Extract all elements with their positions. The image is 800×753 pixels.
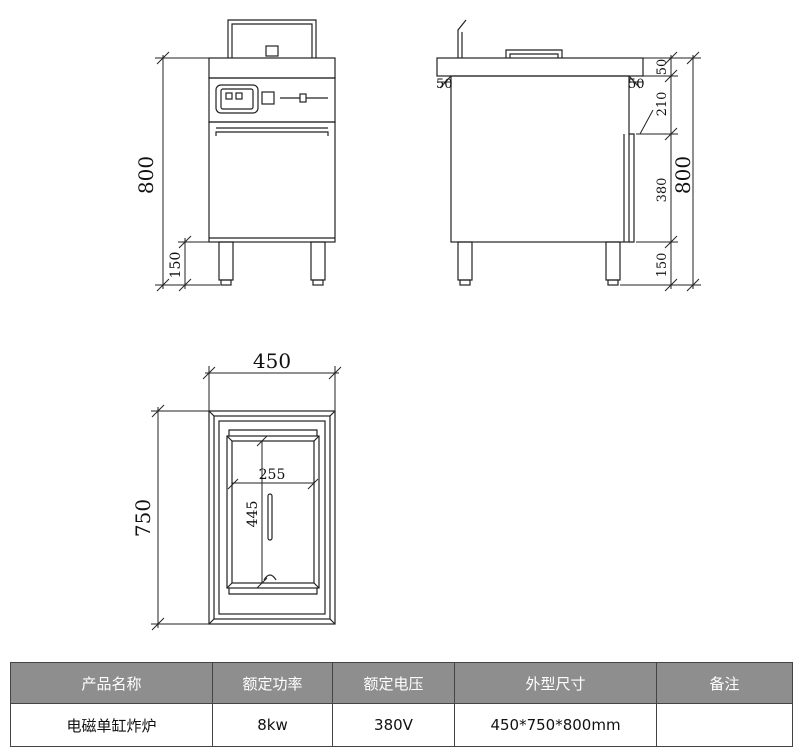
side-view (436, 19, 644, 286)
front-top-slab (208, 57, 336, 79)
cell-dimensions: 450*750*800mm (454, 703, 657, 747)
tank-width-label: 255 (259, 467, 286, 483)
front-door (208, 121, 336, 243)
control-button (261, 91, 275, 105)
front-view (208, 19, 336, 286)
cell-remarks (656, 703, 793, 747)
header-dimensions: 外型尺寸 (454, 662, 657, 704)
side-left-offset-label: 50 (436, 77, 453, 92)
side-top-slab (436, 57, 644, 77)
side-leg-right (605, 241, 621, 281)
top-basket-handle (267, 493, 273, 541)
side-right-offset-label: 50 (628, 77, 645, 92)
header-rated-voltage: 额定电压 (332, 662, 455, 704)
top-outer (208, 410, 336, 625)
basket-hook (265, 45, 279, 57)
side-leg-left (457, 241, 473, 281)
cell-product-name: 电磁单缸炸炉 (10, 703, 213, 747)
header-product-name: 产品名称 (10, 662, 213, 704)
basket-handle (227, 19, 317, 58)
spec-table-header-row: 产品名称 额定功率 额定电压 外型尺寸 备注 (10, 662, 793, 704)
side-panel-label: 210 (655, 92, 670, 117)
spec-table: 产品名称 额定功率 额定电压 外型尺寸 备注 电磁单缸炸炉 8kw 380V 4… (10, 662, 793, 747)
side-door-label: 380 (655, 178, 670, 203)
control-knob (299, 93, 307, 103)
side-basket-handle (457, 19, 467, 58)
side-lid-handle (505, 49, 563, 58)
tank-depth-label: 445 (245, 501, 261, 528)
top-depth-label: 750 (131, 499, 155, 537)
header-remarks: 备注 (656, 662, 793, 704)
door-handle (215, 131, 329, 136)
side-body (450, 75, 630, 243)
header-rated-power: 额定功率 (212, 662, 333, 704)
side-height-label: 800 (671, 156, 695, 194)
technical-drawing: 800 150 50 50 50 210 380 150 800 450 750… (131, 19, 701, 631)
side-top-band-label: 50 (655, 59, 670, 76)
cell-rated-voltage: 380V (332, 703, 455, 747)
top-width-label: 450 (253, 349, 291, 373)
top-tank (226, 435, 320, 589)
top-basket-rim (228, 429, 318, 436)
side-leg-label: 150 (655, 253, 670, 278)
cell-rated-power: 8kw (212, 703, 333, 747)
front-height-label: 800 (134, 156, 158, 194)
top-view (208, 410, 336, 625)
front-leg-left (218, 241, 234, 281)
control-display (215, 84, 259, 114)
front-leg-label: 150 (168, 252, 184, 279)
front-leg-right (310, 241, 326, 281)
side-door (629, 133, 635, 243)
table-row: 电磁单缸炸炉 8kw 380V 450*750*800mm (10, 703, 793, 747)
